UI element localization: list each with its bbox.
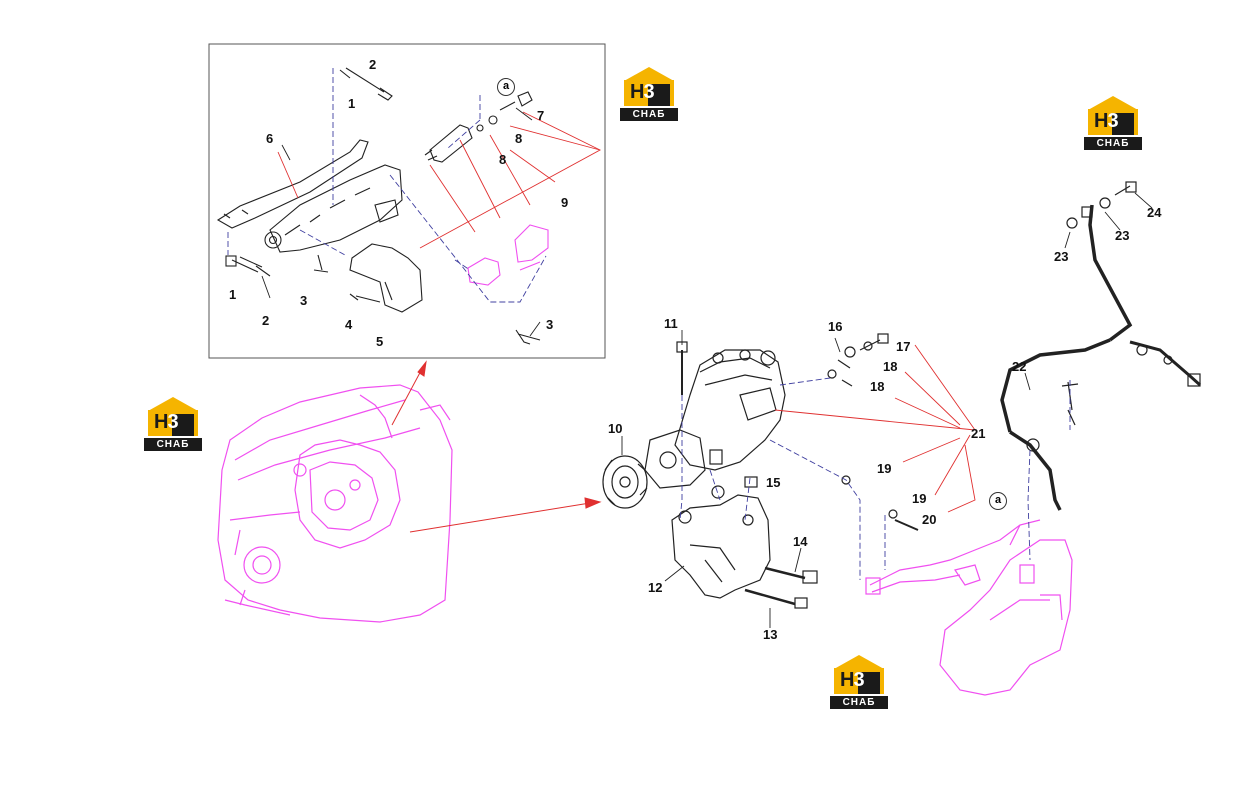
part-label-2: 2 <box>369 57 377 72</box>
inset-parts <box>216 67 541 345</box>
inset-magenta-parts <box>467 224 549 286</box>
part-label-3: 3 <box>546 317 554 332</box>
inset-leaders <box>277 111 601 249</box>
watermark-logo: H3 СНАБ <box>620 67 678 123</box>
part-label-14: 14 <box>793 534 808 549</box>
callout-a-inset: a <box>497 78 515 96</box>
part-label-23: 23 <box>1115 228 1130 243</box>
part-label-23: 23 <box>1054 249 1069 264</box>
red-arrows <box>391 360 602 533</box>
watermark-logo: H3 СНАБ <box>144 397 202 453</box>
engine-bracket-magenta <box>865 519 1073 696</box>
part-label-5: 5 <box>376 334 384 349</box>
part-label-19: 19 <box>877 461 892 476</box>
part-label-19: 19 <box>912 491 927 506</box>
part-label-7: 7 <box>537 108 545 123</box>
inset-dash-lines <box>227 68 547 303</box>
part-label-4: 4 <box>345 317 353 332</box>
part-label-1: 1 <box>348 96 356 111</box>
part-label-13: 13 <box>763 627 778 642</box>
part-label-9: 9 <box>561 195 569 210</box>
part-label-18: 18 <box>870 379 885 394</box>
part-label-15: 15 <box>766 475 781 490</box>
part-label-20: 20 <box>922 512 937 527</box>
engine-outline <box>217 384 453 623</box>
part-label-22: 22 <box>1012 359 1027 374</box>
callout-a-main: a <box>989 492 1007 510</box>
part-label-21: 21 <box>971 426 986 441</box>
inset-frame <box>208 43 606 359</box>
part-label-6: 6 <box>266 131 274 146</box>
main-leaders <box>774 344 976 513</box>
part-label-24: 24 <box>1147 205 1162 220</box>
part-label-16: 16 <box>828 319 843 334</box>
label-ticks <box>261 107 1153 628</box>
part-label-3: 3 <box>300 293 308 308</box>
part-label-17: 17 <box>896 339 911 354</box>
part-label-18: 18 <box>883 359 898 374</box>
part-label-8: 8 <box>515 131 523 146</box>
pump-assembly <box>602 181 1202 609</box>
part-label-11: 11 <box>664 316 678 331</box>
part-label-8: 8 <box>499 152 507 167</box>
watermark-logo: H3 СНАБ <box>830 655 888 711</box>
part-label-10: 10 <box>608 421 623 436</box>
watermark-logo: H3 СНАБ <box>1084 96 1142 152</box>
part-label-2: 2 <box>262 313 270 328</box>
part-label-12: 12 <box>648 580 663 595</box>
main-dash-lines <box>679 377 1071 580</box>
part-label-1: 1 <box>229 287 237 302</box>
